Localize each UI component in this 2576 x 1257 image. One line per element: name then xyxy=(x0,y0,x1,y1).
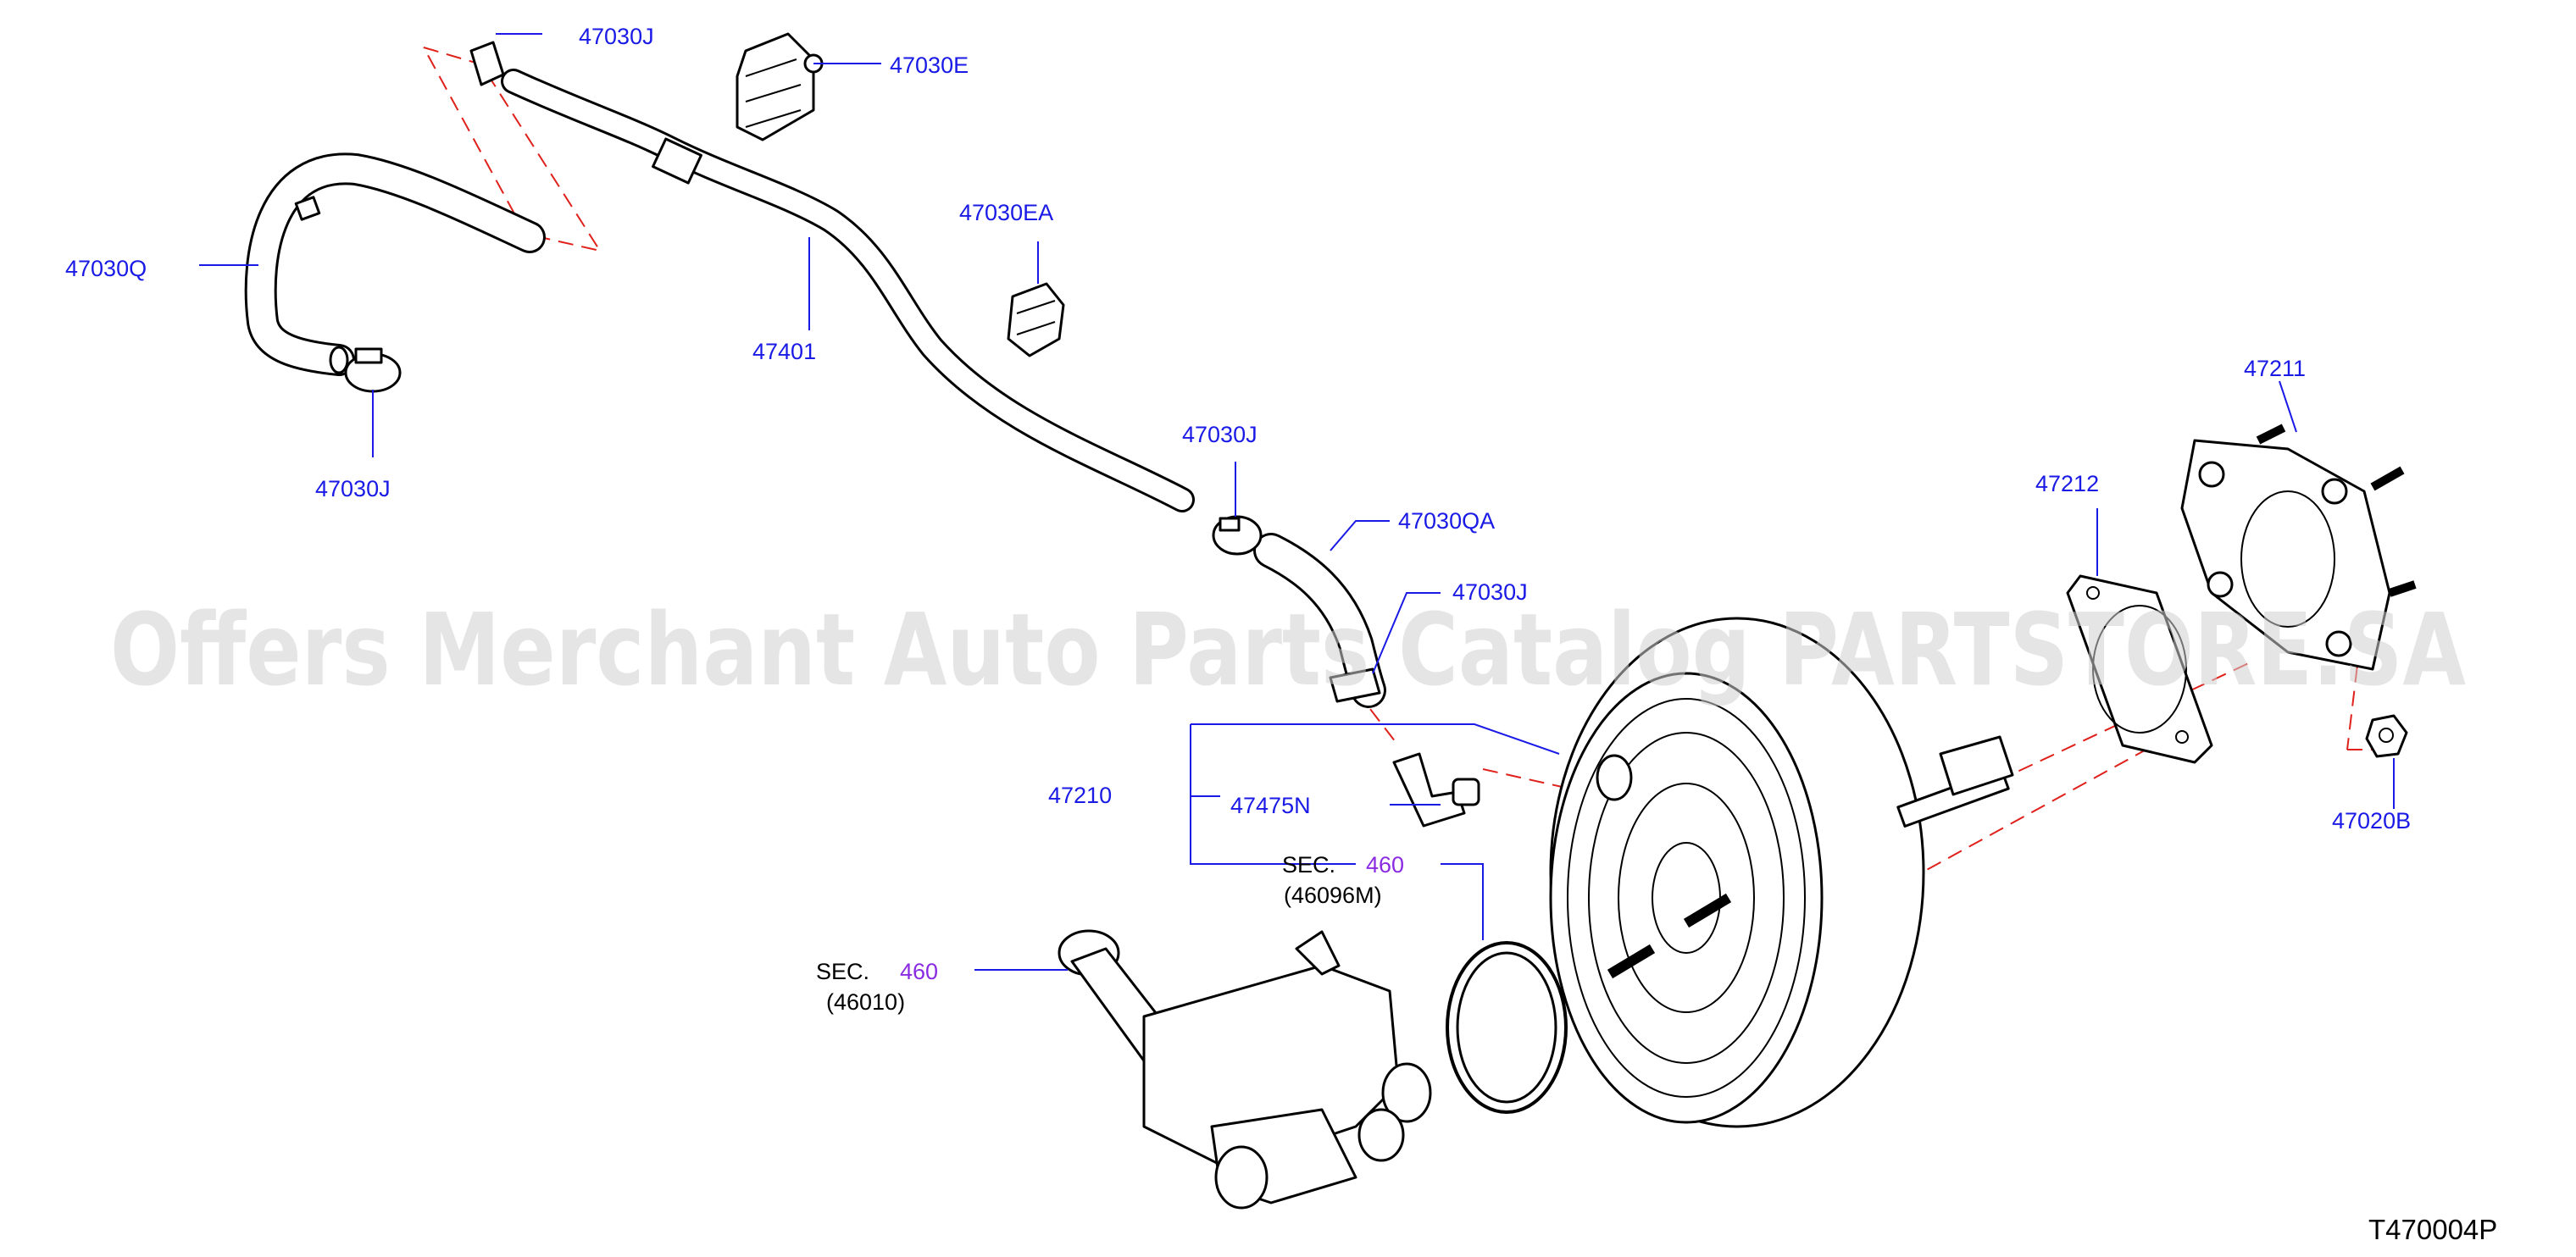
label-47475n: 47475N xyxy=(1230,793,1311,818)
master-cylinder-46010 xyxy=(1058,929,1432,1210)
label-47210: 47210 xyxy=(1048,783,1112,808)
hose-47030q xyxy=(244,152,546,376)
sec-46010-ref[interactable]: 460 xyxy=(900,959,938,984)
sec-46096m-prefix: SEC. xyxy=(1282,852,1335,878)
clamp-47030j-left xyxy=(344,347,402,393)
label-47020b: 47020B xyxy=(2332,808,2411,833)
label-47030q: 47030Q xyxy=(65,256,147,281)
bracket-47030e xyxy=(736,32,824,141)
sec-46010-sub: (46010) xyxy=(826,989,905,1015)
clamp-47030j-top xyxy=(469,41,505,86)
bracket-47030ea xyxy=(1007,282,1065,357)
leader-lines xyxy=(199,33,2395,971)
diagram-code: T470004P xyxy=(2368,1214,2497,1245)
label-47211: 47211 xyxy=(2244,356,2306,381)
hose-47401 xyxy=(501,69,1195,512)
label-47030j-top: 47030J xyxy=(579,24,654,49)
label-47030qa: 47030QA xyxy=(1398,508,1495,534)
sec-46096m-sub: (46096M) xyxy=(1284,883,1382,908)
label-47401: 47401 xyxy=(752,339,816,364)
plate-47211 xyxy=(2180,424,2417,671)
gasket-47212 xyxy=(2066,574,2213,764)
label-47030e: 47030E xyxy=(890,53,969,78)
clamp-47030j-low xyxy=(1329,667,1381,703)
watermark: Offers Merchant Auto Parts Catalog PARTS… xyxy=(110,591,2466,708)
label-47030j-mid: 47030J xyxy=(1182,422,1257,447)
label-47030j-low: 47030J xyxy=(1452,579,1528,605)
nut-47020b xyxy=(2365,714,2408,758)
sec-46096m-ref[interactable]: 460 xyxy=(1366,852,1404,878)
label-47212: 47212 xyxy=(2035,471,2099,496)
clamp-47030j-mid xyxy=(1212,515,1263,556)
brake-booster-47210 xyxy=(1549,617,2014,1128)
check-valve-47475n xyxy=(1392,752,1480,828)
sec-46010-prefix: SEC. xyxy=(816,959,869,984)
o-ring-46096m xyxy=(1446,941,1568,1114)
label-47030ea: 47030EA xyxy=(959,200,1053,225)
label-47030j-left: 47030J xyxy=(315,476,391,501)
